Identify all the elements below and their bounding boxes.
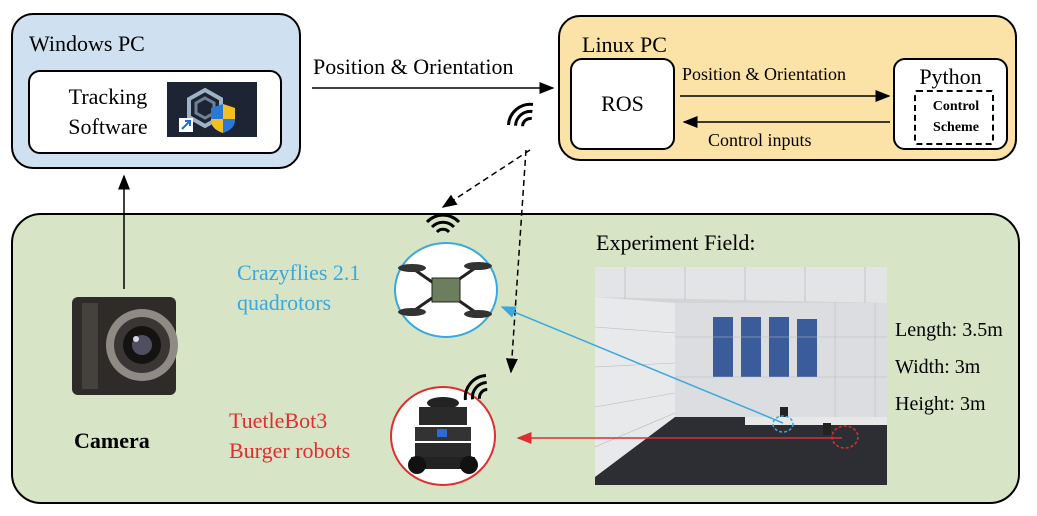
camera-label: Camera [74,428,150,453]
linux-pc-title: Linux PC [582,32,667,57]
tracking-software-label-line1: Tracking [68,84,148,109]
turtlebot-wifi-icon [463,373,488,401]
position-orientation-link-label: Position & Orientation [313,54,514,79]
field-width-label: Width: 3m [895,356,981,378]
experiment-field-photo [595,267,887,485]
crazyflie-label-line1: Crazyflies 2.1 [237,260,361,285]
linux-to-crazyflie-dashed-arrow [441,149,531,208]
windows-pc-title: Windows PC [29,31,145,56]
linux-wifi-icon [506,102,534,127]
tracking-software-label-line2: Software [68,114,148,139]
control-scheme-box [914,90,994,145]
turtlebot-label-line1: TuetleBot3 [229,408,328,433]
control-scheme-label-line1: Control [932,99,980,114]
field-length-label: Length: 3.5m [895,319,1003,341]
python-label: Python [919,64,982,89]
tracking-software-app-icon [167,82,257,137]
control-scheme-label-line2: Scheme [933,120,979,135]
ros-to-python-label: Position & Orientation [682,64,846,84]
turtlebot-icon [390,386,496,486]
field-height-label: Height: 3m [895,393,986,415]
crazyflie-label-line2: quadrotors [237,290,332,315]
turtlebot-label-line2: Burger robots [229,438,351,463]
crazyflie-icon [394,242,498,338]
ros-box [570,58,675,150]
experiment-field-title: Experiment Field: [596,230,756,255]
linux-to-turtlebot-dashed-arrow [505,149,527,374]
camera-icon [72,297,178,395]
python-to-ros-label: Control inputs [708,130,812,150]
photo-to-crazyflie-arrow [500,306,784,424]
ros-label: ROS [601,91,644,116]
crazyflie-wifi-icon [425,213,461,234]
